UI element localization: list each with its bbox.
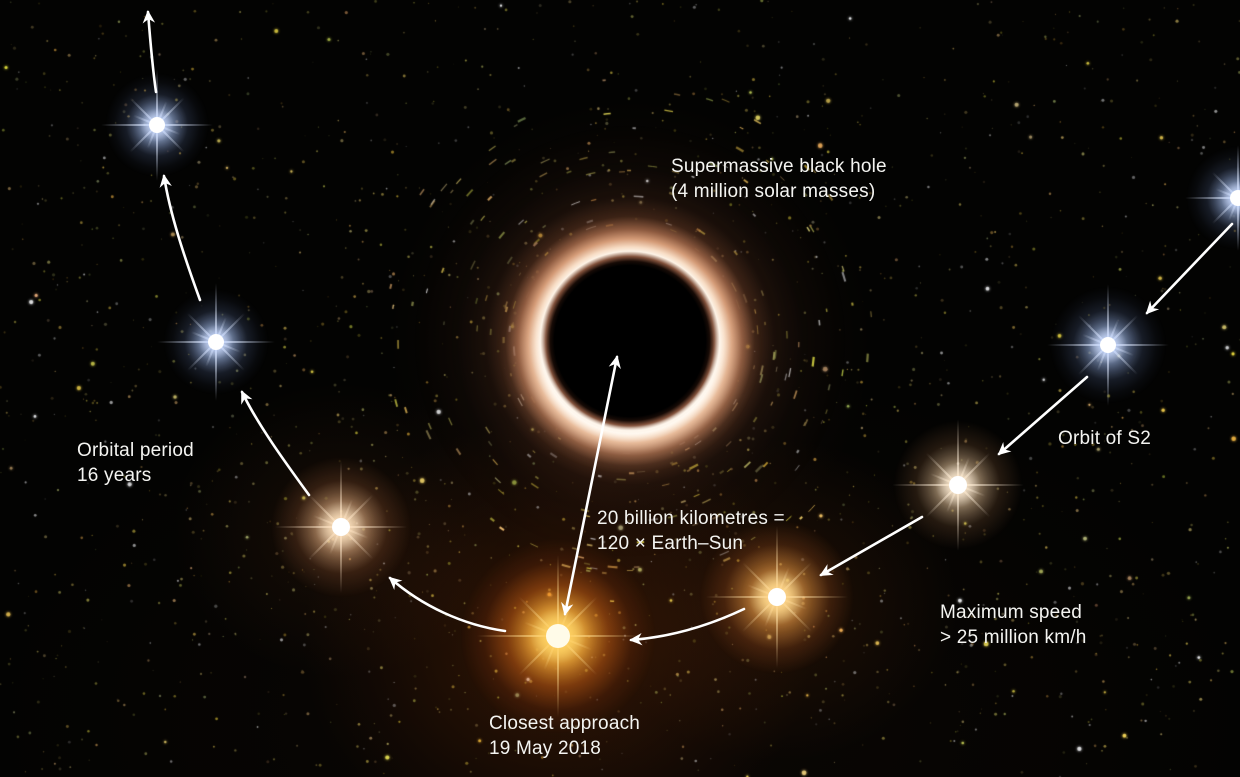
- star-core: [1100, 337, 1116, 353]
- label-max-speed-line1: Maximum speed: [940, 602, 1082, 623]
- star-core: [1230, 190, 1240, 206]
- label-closest-approach: Closest approach 19 May 2018: [489, 711, 640, 761]
- orbit-arrow-4-to-3: [388, 576, 507, 633]
- label-orbit-of-s2-line1: Orbit of S2: [1058, 428, 1152, 449]
- label-orbital-period: Orbital period 16 years: [77, 438, 194, 488]
- orbit-arrow-6-to-5: [819, 515, 924, 577]
- star-core: [949, 476, 967, 494]
- label-orbital-period-line2: 16 years: [77, 465, 152, 486]
- star-core: [546, 624, 570, 648]
- label-max-speed-line2: > 25 million km/h: [940, 627, 1087, 648]
- label-black-hole-line1: Supermassive black hole: [671, 156, 887, 177]
- orbit-arrow-5-to-4: [629, 607, 746, 646]
- black-hole-ring-highlight: [390, 101, 870, 581]
- orbit-arrow-2-to-1: [159, 174, 202, 302]
- orbit-arrow-8-to-7: [1145, 222, 1234, 315]
- label-black-hole-line2: (4 million solar masses): [671, 181, 876, 202]
- diffraction-spike: [1185, 197, 1240, 199]
- label-closest-approach-line1: Closest approach: [489, 713, 641, 734]
- star-core: [208, 334, 224, 350]
- label-distance: 20 billion kilometres = 120 × Earth–Sun: [597, 506, 785, 556]
- star-core: [768, 588, 786, 606]
- label-distance-line2: 120 × Earth–Sun: [597, 533, 744, 554]
- label-orbital-period-line1: Orbital period: [77, 440, 194, 461]
- black-hole: [390, 101, 870, 581]
- orbit-arrow-exit-top: [142, 10, 158, 94]
- orbit-arrow-3-to-2: [240, 390, 311, 497]
- star-core: [149, 117, 165, 133]
- label-max-speed: Maximum speed > 25 million km/h: [940, 600, 1087, 650]
- label-black-hole: Supermassive black hole (4 million solar…: [671, 154, 887, 204]
- label-orbit-of-s2: Orbit of S2: [1058, 426, 1151, 451]
- orbit-arrow-7-to-6: [997, 375, 1089, 456]
- label-distance-line1: 20 billion kilometres =: [597, 508, 785, 529]
- label-closest-approach-line2: 19 May 2018: [489, 738, 602, 759]
- distance-arrow: [561, 355, 621, 616]
- star-core: [332, 518, 350, 536]
